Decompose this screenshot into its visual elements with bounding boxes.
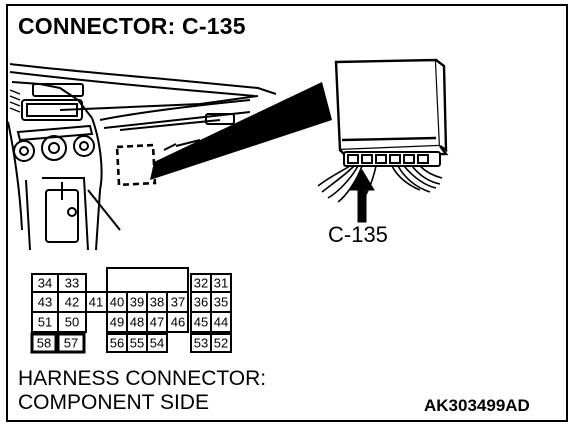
pin-label: 44 <box>214 315 228 330</box>
pin-label: 56 <box>110 336 124 351</box>
pin-label: 42 <box>65 295 79 310</box>
pin-label: 33 <box>65 276 79 291</box>
pin-label: 48 <box>130 315 144 330</box>
pin-label: 57 <box>64 336 78 351</box>
pin-label: 32 <box>194 276 208 291</box>
pin-label: 51 <box>38 315 52 330</box>
zoom-beam <box>150 82 332 180</box>
pin-label: 50 <box>65 315 79 330</box>
pin-label: 55 <box>130 336 144 351</box>
pin-label: 40 <box>110 295 124 310</box>
pin-label: 53 <box>194 336 208 351</box>
dial-right <box>73 135 95 157</box>
pin-label: 58 <box>37 336 51 351</box>
pin-label: 35 <box>214 295 228 310</box>
dashboard-illustration <box>7 63 277 251</box>
ecu-connector-plug <box>343 151 441 167</box>
pin-label: 47 <box>150 315 164 330</box>
vent-hatching <box>9 89 21 113</box>
pin-label: 52 <box>214 336 228 351</box>
connector-key <box>106 267 189 293</box>
pin-label: 39 <box>130 295 144 310</box>
pin-label: 31 <box>214 276 228 291</box>
pin-label: 41 <box>89 295 103 310</box>
pin-label: 38 <box>150 295 164 310</box>
pin-labels: 34 33 32 31 43 42 41 40 39 38 37 36 35 5… <box>37 276 228 351</box>
pin-label: 37 <box>171 295 185 310</box>
figure-code: AK303499AD <box>424 396 530 415</box>
caption-component-side: COMPONENT SIDE <box>18 391 209 414</box>
pin-label: 36 <box>194 295 208 310</box>
caption-harness-connector: HARNESS CONNECTOR: <box>18 367 267 390</box>
pin-label: 34 <box>38 276 52 291</box>
dial-center <box>41 135 67 161</box>
dial-left <box>13 140 35 162</box>
pin-label: 43 <box>38 295 52 310</box>
callout-arrow <box>349 169 375 223</box>
pin-label: 49 <box>110 315 124 330</box>
pin-label: 54 <box>150 336 164 351</box>
connector-callout-label: C-135 <box>328 222 388 247</box>
pin-label: 45 <box>194 315 208 330</box>
vent-dials <box>13 124 95 162</box>
connector-title: CONNECTOR: C-135 <box>18 13 246 39</box>
pin-label: 46 <box>171 315 185 330</box>
